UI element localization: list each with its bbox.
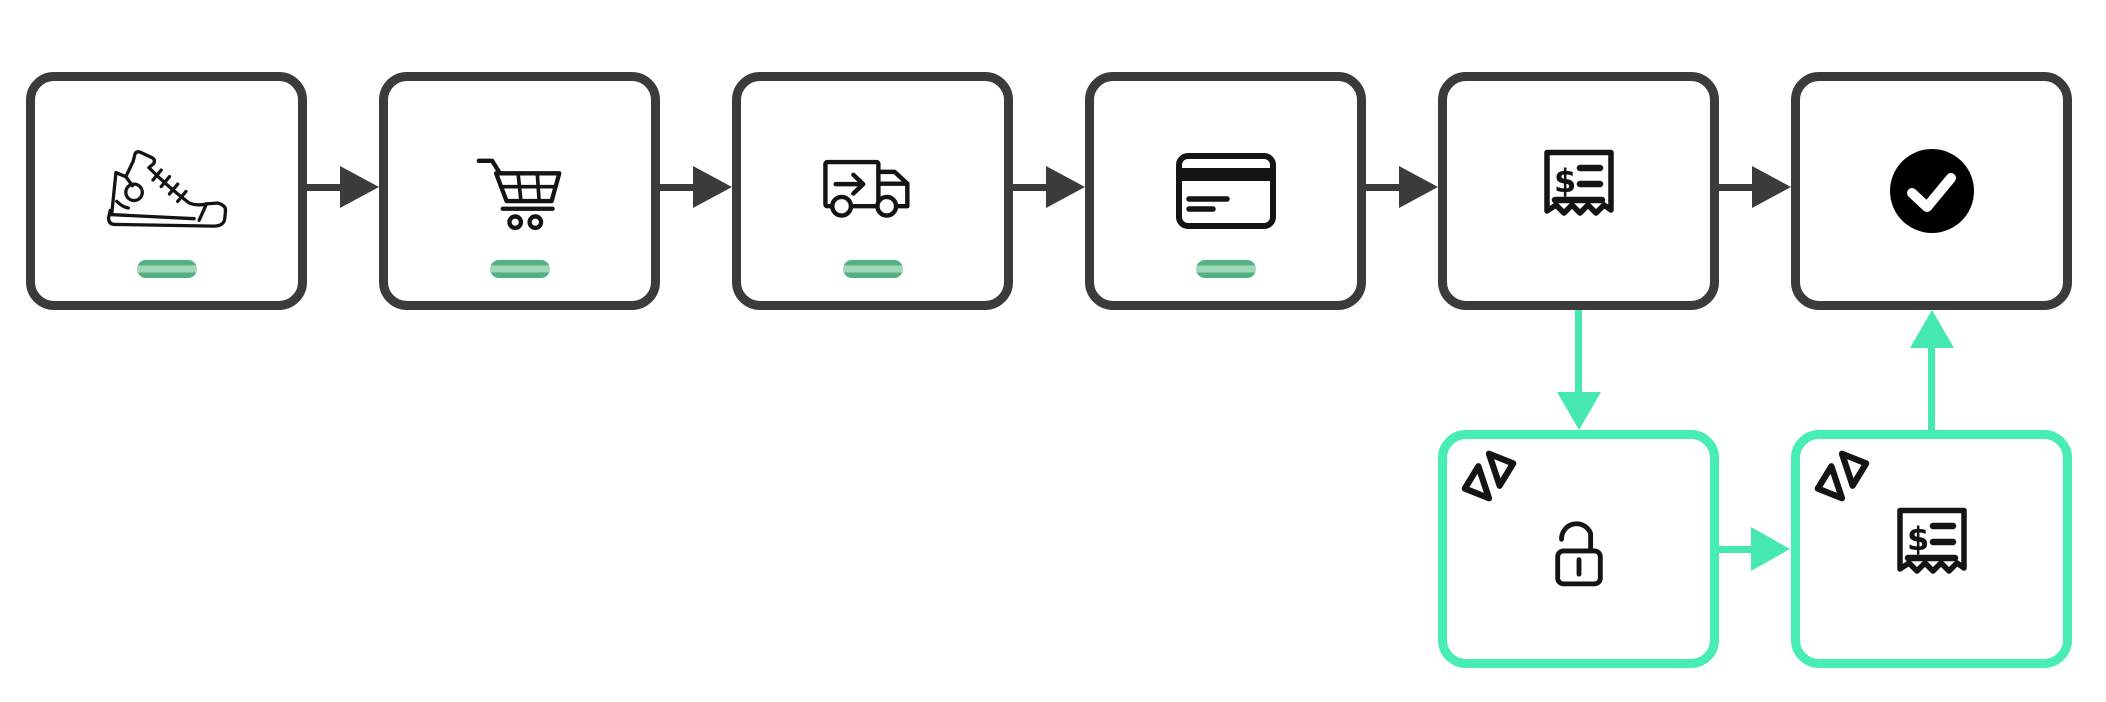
arrow-head-right (1751, 527, 1790, 571)
receipt-icon: $ (1800, 439, 2063, 659)
node-webhook-unlock (1438, 430, 1719, 668)
arrow-cart-to-shipping (660, 166, 732, 209)
arrow-product-to-cart (307, 166, 379, 209)
status-pill (136, 260, 197, 278)
credit-card-icon (1094, 81, 1357, 301)
delivery-truck-icon (741, 81, 1004, 301)
status-pill (842, 260, 903, 278)
unlock-icon (1447, 439, 1710, 659)
arrow-head-right (1046, 166, 1085, 208)
status-pill (1195, 260, 1256, 278)
arrow-stem (1928, 346, 1935, 430)
arrow-shipping-to-payment (1013, 166, 1085, 209)
arrow-stem (1719, 184, 1754, 191)
node-product (26, 72, 307, 310)
arrow-head-right (693, 166, 732, 208)
arrow-head-right (1399, 166, 1438, 208)
node-shipping (732, 72, 1013, 310)
arrow-receipt-to-complete (1719, 166, 1791, 209)
node-webhook-receipt: $ (1791, 430, 2072, 668)
check-circle-icon (1800, 81, 2063, 301)
arrow-payment-to-receipt (1366, 166, 1438, 209)
arrow-stem (660, 184, 695, 191)
arrow-stem (1366, 184, 1401, 191)
arrow-head-up (1909, 310, 1954, 348)
check-circle (1889, 149, 1974, 233)
node-cart (379, 72, 660, 310)
receipt-icon: $ (1447, 81, 1710, 301)
sneaker-icon (35, 81, 298, 301)
arrow-head-down (1556, 392, 1601, 430)
shopping-cart-icon (388, 81, 651, 301)
arrow-stem (307, 184, 342, 191)
arrow-stem (1719, 545, 1754, 553)
node-receipt: $ (1438, 72, 1719, 310)
link-icon (1810, 447, 1874, 505)
link-icon (1457, 447, 1521, 505)
dollar-glyph: $ (1554, 162, 1576, 200)
arrow-stem (1013, 184, 1048, 191)
status-pill (489, 260, 550, 278)
node-payment (1085, 72, 1366, 310)
node-complete (1791, 72, 2072, 310)
arrow-stem (1575, 310, 1582, 395)
arrow-head-right (340, 166, 379, 208)
arrow-head-right (1752, 166, 1791, 208)
dollar-glyph: $ (1907, 520, 1929, 558)
